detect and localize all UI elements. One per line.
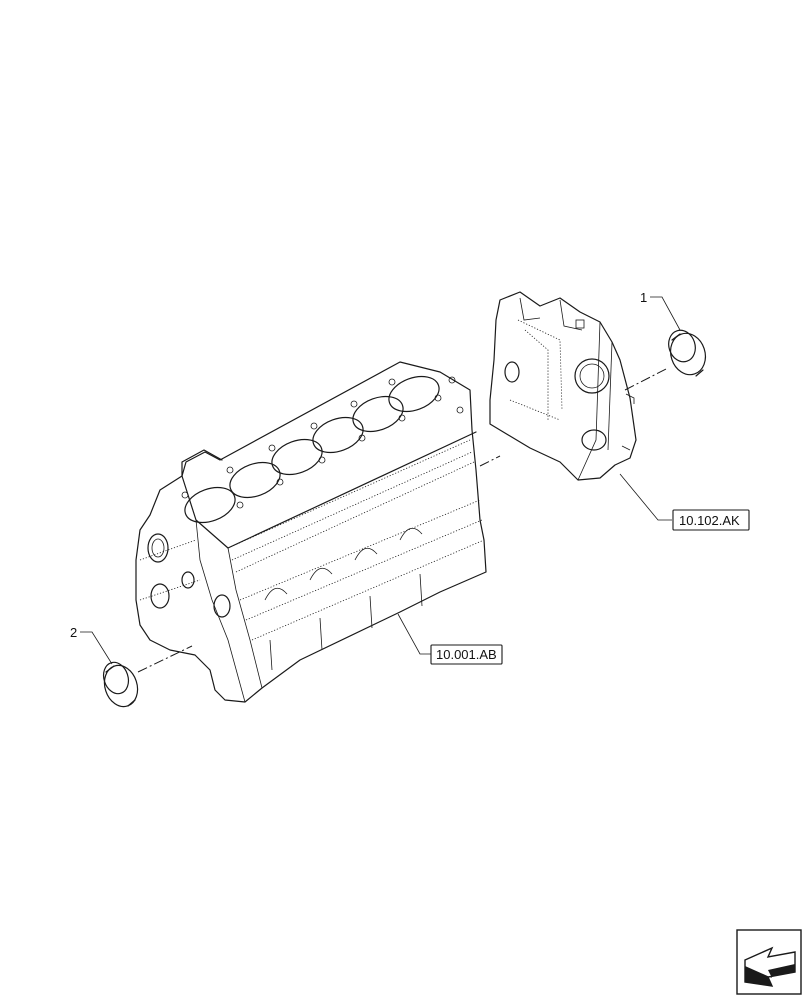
ref-engine-block[interactable]: 10.001.AB [430,644,503,665]
shaft-centerline [137,367,669,673]
ref-engine-block-label: 10.001.AB [436,647,497,662]
ref-timing-cover-label: 10.102.AK [679,513,740,528]
timing-cover [489,291,637,481]
ref-timing-cover[interactable]: 10.102.AK [672,509,750,531]
leader-lines [80,296,681,665]
seal-ring-1 [668,329,707,377]
seal-ring-2 [102,661,139,708]
callout-item-1: 1 [640,290,647,305]
deck-bolt-holes [181,376,464,509]
cylinder-bores [184,375,440,524]
navigation-arrow-icon[interactable] [736,929,802,995]
engine-block [135,361,487,703]
callout-item-2: 2 [70,625,77,640]
